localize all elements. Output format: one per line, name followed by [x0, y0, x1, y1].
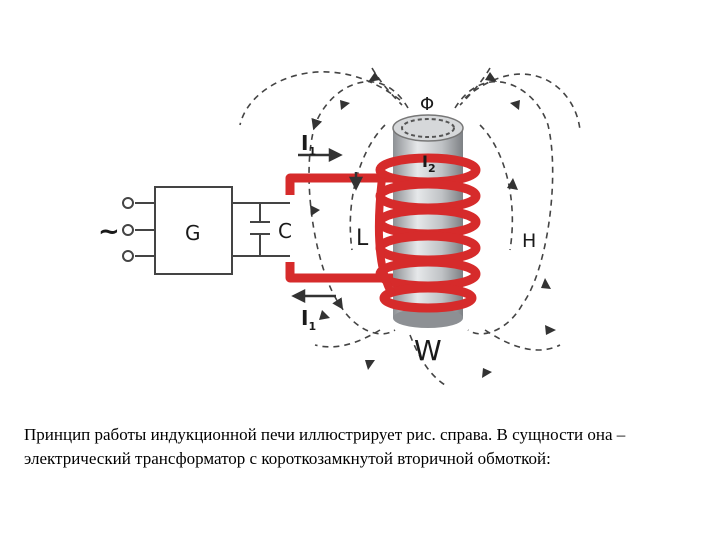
- coil-back-connector: [374, 177, 396, 297]
- workpiece-label: W: [414, 334, 442, 367]
- wires: [232, 202, 290, 257]
- workpiece-cylinder: [392, 114, 464, 328]
- current-arrows: [291, 147, 364, 304]
- input-terminals: [122, 197, 155, 262]
- caption-text: Принцип работы индукционной печи иллюстр…: [24, 425, 626, 468]
- inductor-coil: [375, 153, 481, 313]
- flux-label: Φ: [420, 94, 434, 115]
- field-arrows: [310, 72, 556, 378]
- ac-tilde-label: ~: [98, 217, 120, 247]
- induction-furnace-diagram: ~ G C I1 I1: [98, 67, 581, 386]
- current-i1-top-label: I1: [301, 131, 316, 158]
- generator-box: [154, 186, 233, 275]
- field-label: H: [522, 230, 536, 252]
- current-i1-bottom-label: I1: [301, 306, 316, 333]
- coil-leads: [285, 173, 400, 283]
- generator-label: G: [185, 221, 201, 245]
- coil-label: L: [356, 226, 369, 251]
- current-i2-label: I2: [422, 152, 436, 175]
- capacitor-label: C: [278, 219, 292, 243]
